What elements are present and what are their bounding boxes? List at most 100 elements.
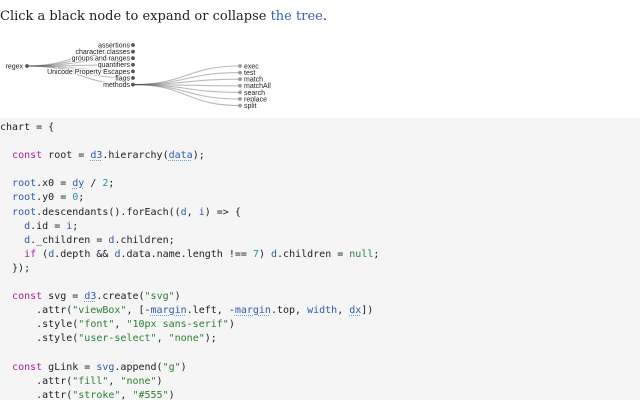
code-cell[interactable]: chart = { const root = d3.hierarchy(data…: [0, 118, 640, 400]
intro-label: Click a black node to expand or collapse: [0, 9, 271, 24]
code-token: [0, 178, 12, 189]
tree-link-5: [26, 65, 134, 79]
tree-node-5-dot[interactable]: [131, 76, 135, 80]
code-token: "#555": [132, 389, 169, 400]
code-token: .create(: [96, 291, 145, 303]
code-token: .data.name.length !==: [120, 248, 253, 260]
code-token: const: [12, 150, 43, 162]
code-token: root =: [42, 150, 91, 162]
code-line: const gLink = svg.append("g"): [0, 361, 640, 375]
code-token: 2: [102, 178, 109, 190]
code-token: [0, 192, 12, 203]
code-token: root: [12, 178, 37, 190]
code-token: [0, 249, 24, 260]
code-token: "10px sans-serif": [126, 319, 229, 331]
code-token: .depth &&: [54, 248, 115, 260]
code-line: .attr("viewBox", [-margin.left, -margin.…: [0, 304, 640, 318]
code-token: ): [156, 375, 163, 387]
code-token: root: [12, 192, 37, 204]
code-token: i: [66, 220, 73, 232]
code-token: "g": [162, 361, 181, 373]
code-token: d: [24, 234, 31, 246]
code-token: "stroke": [72, 389, 121, 400]
tree-leaf-6-dot: [238, 103, 242, 108]
code-line: d.id = i;: [0, 220, 640, 234]
tree-node-0-dot[interactable]: [131, 43, 135, 47]
code-token: );: [204, 333, 217, 345]
intro-suffix: .: [322, 9, 327, 24]
code-token: .style(: [0, 319, 79, 331]
tree-link-6-3: [132, 84, 241, 87]
code-token: "svg": [144, 291, 175, 303]
tree-link-0: [26, 44, 134, 67]
tree-link-6-0: [132, 65, 241, 86]
code-line: [0, 347, 640, 361]
tree-node-root-dot[interactable]: [25, 64, 29, 68]
code-token: .y0 =: [36, 192, 73, 204]
code-token: d3: [84, 291, 97, 303]
tree-link-1: [26, 51, 134, 67]
code-token: d: [48, 248, 55, 260]
tree-node-5-label: flags: [115, 75, 130, 82]
code-token: .children;: [114, 234, 175, 246]
code-token: ]): [361, 305, 374, 317]
code-token: gLink =: [42, 361, 97, 373]
code-token: "none": [120, 375, 157, 387]
code-token: ) => {: [204, 206, 241, 218]
tree-link[interactable]: the tree: [270, 9, 323, 24]
code-line: .style("font", "10px sans-serif"): [0, 318, 640, 332]
tree-link-3: [26, 64, 134, 67]
code-token: dy: [72, 178, 85, 190]
code-token: .attr(: [0, 375, 73, 387]
code-line: .style("user-select", "none");: [0, 332, 640, 346]
code-token: [0, 291, 12, 302]
code-token: .append(: [114, 361, 163, 373]
code-token: svg: [96, 361, 115, 373]
tree-link-6-1: [132, 72, 241, 86]
tree-leaf-6-label: split: [244, 103, 257, 110]
tree-link-6-2: [132, 78, 241, 86]
code-line: [0, 135, 640, 149]
code-token: "font": [78, 319, 115, 331]
code-line: const root = d3.hierarchy(data);: [0, 149, 640, 163]
code-token: .children =: [277, 248, 350, 260]
code-token: "fill": [72, 375, 109, 387]
code-token: d: [108, 234, 115, 246]
code-token: .id =: [30, 220, 67, 232]
code-token: data: [168, 150, 193, 162]
code-line: const svg = d3.create("svg"): [0, 290, 640, 304]
code-token: d: [114, 248, 121, 260]
code-token: [0, 150, 12, 161]
tree-link-6-6: [132, 84, 241, 107]
code-token: d: [180, 206, 187, 218]
tree-leaf-2-label: match: [244, 77, 263, 84]
tree-node-3-dot[interactable]: [131, 62, 135, 67]
tree-leaf-5-dot: [238, 97, 242, 101]
tree-leaf-2-dot: [238, 77, 242, 82]
intro-text: Click a black node to expand or collapse…: [0, 9, 327, 24]
code-token: ,: [156, 333, 169, 345]
tree-node-6-dot[interactable]: [131, 82, 135, 87]
code-token: ;: [78, 192, 85, 204]
code-line: [0, 163, 640, 177]
code-token: "viewBox": [72, 305, 127, 317]
code-token: i: [198, 206, 205, 218]
code-token: .attr(: [0, 305, 73, 317]
code-token: .left, -: [186, 305, 235, 317]
tree-node-4-dot[interactable]: [131, 69, 135, 74]
code-token: [0, 221, 24, 232]
code-token: .style(: [0, 333, 79, 345]
code-token: d: [24, 220, 31, 232]
tree-node-1-dot[interactable]: [131, 49, 135, 54]
tree-link-6-5: [132, 84, 241, 100]
code-token: ): [258, 248, 271, 260]
tree-leaf-0-dot: [238, 64, 242, 68]
tree-leaf-1-label: test: [244, 70, 255, 77]
tree-node-2-dot[interactable]: [131, 56, 135, 61]
code-token: , [-: [126, 305, 151, 317]
code-token: ): [174, 291, 181, 303]
code-token: 0: [72, 192, 79, 204]
code-line: [0, 276, 640, 290]
